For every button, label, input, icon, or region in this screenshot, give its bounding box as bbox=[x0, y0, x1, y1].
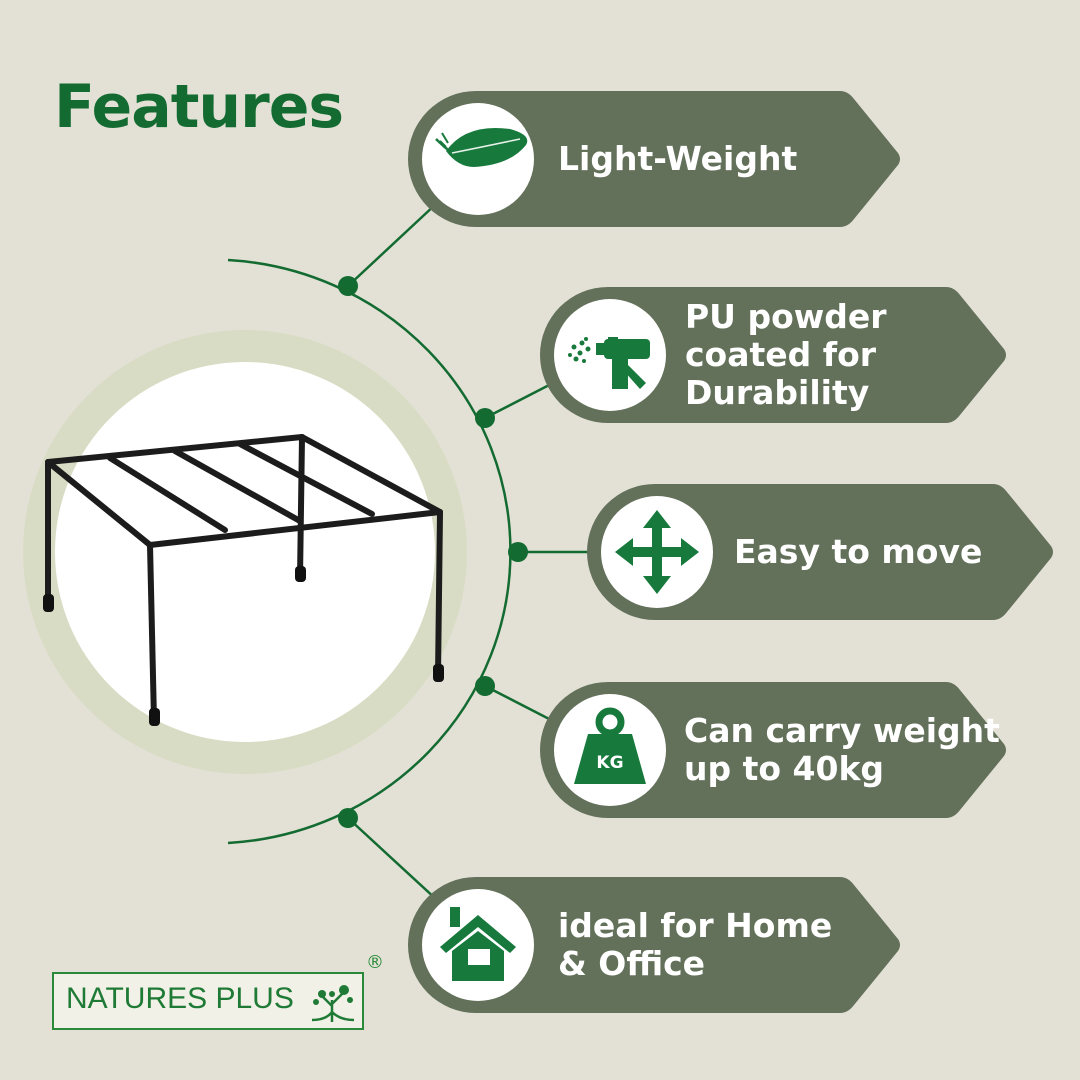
connector-line-5 bbox=[347, 817, 438, 901]
connector-line-2 bbox=[484, 380, 556, 420]
feature-banner bbox=[587, 484, 1053, 620]
connector-line-1 bbox=[347, 202, 438, 287]
feature-banner bbox=[408, 877, 900, 1013]
move-arrows-icon bbox=[601, 496, 713, 608]
product-backdrop bbox=[55, 362, 435, 742]
feature-light-weight: Light-Weight bbox=[408, 91, 902, 227]
feature-carry-weight: KG Can carry weight up to 40kg bbox=[540, 682, 1008, 818]
feature-home-office: ideal for Home & Office bbox=[408, 877, 902, 1013]
feature-easy-to-move: Easy to move bbox=[587, 484, 1055, 620]
brand-logo: NATURES PLUS ® bbox=[52, 952, 384, 1030]
registered-mark: ® bbox=[366, 952, 384, 973]
connector-dot-4 bbox=[475, 676, 495, 696]
connector-dot-1 bbox=[338, 276, 358, 296]
connector-dot-3 bbox=[508, 542, 528, 562]
feature-label: Can carry weight up to 40kg bbox=[684, 711, 1000, 788]
kg-text: KG bbox=[596, 753, 623, 773]
feature-label: PU powder coated for Durability bbox=[685, 297, 887, 412]
connector-dot-2 bbox=[475, 408, 495, 428]
weight-kg-icon: KG bbox=[554, 694, 666, 806]
page-title: Features bbox=[54, 72, 344, 142]
product-stand-image bbox=[45, 434, 443, 723]
feature-pu-powder-coated: PU powder coated for Durability bbox=[540, 287, 1008, 423]
feature-banner bbox=[540, 682, 1006, 818]
feature-label: Easy to move bbox=[734, 532, 983, 571]
tree-icon bbox=[311, 985, 355, 1022]
feature-label: ideal for Home & Office bbox=[558, 906, 833, 983]
connector-line-4 bbox=[484, 684, 556, 724]
feature-banner bbox=[408, 91, 900, 227]
home-icon bbox=[422, 889, 534, 1001]
spray-gun-icon bbox=[554, 299, 666, 411]
stand-feet bbox=[43, 566, 444, 726]
feature-label: Light-Weight bbox=[558, 139, 798, 178]
feature-banner bbox=[540, 287, 1006, 423]
brand-name: NATURES PLUS bbox=[66, 982, 294, 1015]
connector-dot-5 bbox=[338, 808, 358, 828]
feather-icon bbox=[422, 103, 534, 215]
